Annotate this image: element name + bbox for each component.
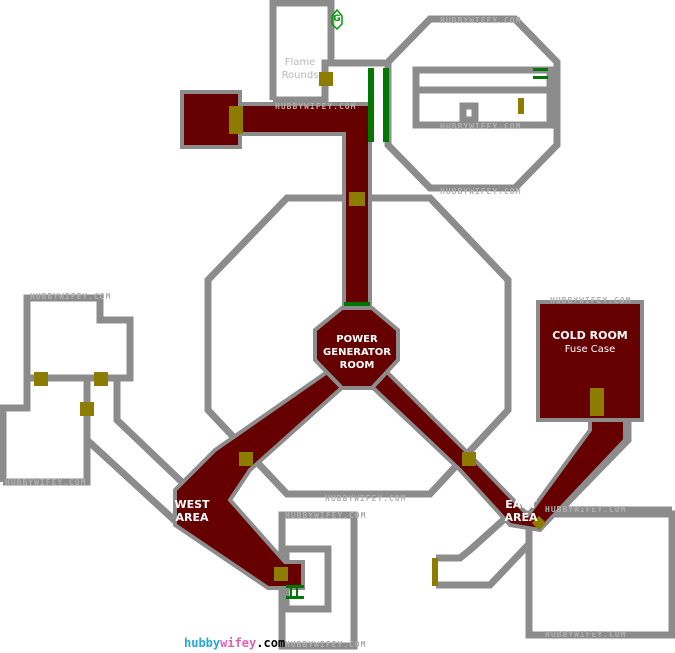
door — [518, 98, 524, 114]
watermark: HUBBYWIFEY.COM — [440, 187, 522, 196]
watermark: HUBBYWIFEY.COM — [325, 494, 407, 503]
shutter — [383, 68, 389, 142]
west-passage-wall — [113, 378, 188, 488]
watermark: HUBBYWIFEY.COM — [545, 505, 627, 514]
ladder — [290, 585, 292, 599]
door — [319, 72, 333, 86]
power-generator-room-label: POWER GENERATOR ROOM — [323, 334, 391, 371]
save-marker-label: G — [333, 14, 341, 24]
door — [239, 452, 253, 466]
door — [349, 192, 365, 206]
save-marker-icon — [331, 8, 343, 31]
left-lower-room-wall — [0, 374, 91, 486]
logo-part: wifey — [220, 636, 257, 650]
watermark: HUBBYWIFEY.COM — [550, 296, 632, 305]
west-area-label: WEST AREA — [174, 498, 210, 524]
ladder — [286, 596, 304, 599]
shutter — [533, 68, 548, 71]
watermark: HUBBYWIFEY.COM — [285, 511, 367, 520]
logo-part: hubby — [184, 636, 221, 650]
gate — [344, 302, 370, 306]
cold-room-label: COLD ROOM — [552, 329, 628, 342]
door — [229, 106, 243, 134]
door — [94, 372, 108, 386]
shutter — [533, 76, 548, 79]
logo-part: .com — [256, 636, 286, 650]
west-passage-wall-2 — [84, 437, 188, 533]
watermark: HUBBYWIFEY.COM — [5, 478, 87, 487]
door — [590, 388, 604, 416]
west-corridor — [173, 367, 348, 590]
southeast-room — [525, 510, 675, 639]
site-logo: hubbywifey.com — [184, 636, 285, 650]
east-area-label: EAST AREA — [504, 498, 538, 524]
door — [462, 452, 476, 466]
door — [80, 402, 94, 416]
door — [274, 567, 288, 581]
east-passage-wall-2 — [436, 542, 531, 589]
power-generator-room — [313, 306, 400, 390]
flame-rounds-label: Flame Rounds — [281, 57, 319, 81]
watermark: HUBBYWIFEY.COM — [440, 16, 522, 25]
fuse-case-label: Fuse Case — [564, 344, 616, 355]
upper-room-inner — [412, 66, 554, 129]
watermark: HUBBYWIFEY.COM — [30, 292, 112, 301]
shutter — [368, 68, 374, 142]
ladder — [296, 585, 298, 599]
door — [432, 558, 438, 586]
ladder — [286, 585, 304, 588]
door — [34, 372, 48, 386]
door — [531, 515, 547, 531]
watermark: HUBBYWIFEY.COM — [440, 122, 522, 131]
central-octagon — [204, 194, 512, 498]
watermark: HUBBYWIFEY.COM — [285, 640, 367, 649]
upper-room-box — [459, 102, 479, 124]
east-passage-wall — [436, 502, 523, 562]
watermark: HUBBYWIFEY.COM — [275, 102, 357, 111]
left-room-wall — [23, 294, 134, 382]
watermark: HUBBYWIFEY.COM — [545, 630, 627, 639]
